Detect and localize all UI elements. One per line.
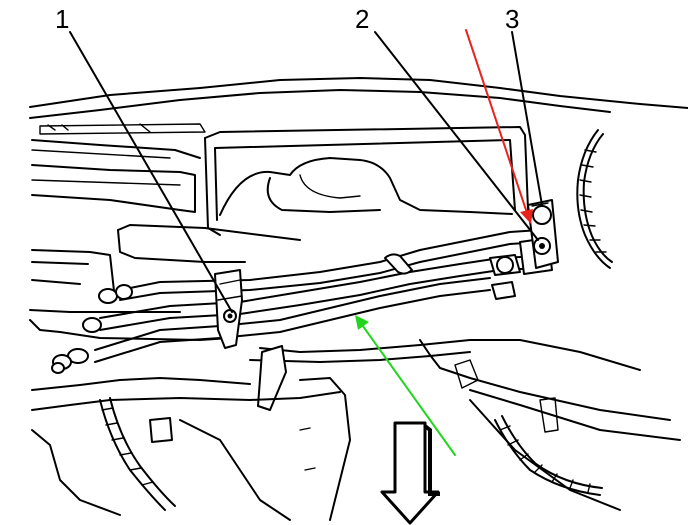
lower-frame-rail	[249, 339, 681, 511]
callout-2-leader	[374, 31, 539, 241]
refrigerant-lines	[94, 229, 553, 363]
right-wiring-harness	[576, 129, 613, 269]
line-retaining-bracket	[214, 269, 243, 349]
left-hose-fittings	[51, 284, 133, 374]
lower-left-assembly	[31, 345, 351, 521]
down-arrow-icon	[380, 421, 440, 525]
right-lower-harness	[494, 415, 603, 496]
callout-2-label: 2	[355, 4, 369, 34]
callout-3-leader	[511, 31, 543, 206]
green-pointer-arrow	[355, 315, 456, 456]
red-pointer-arrow	[465, 29, 533, 224]
callout-3-label: 3	[505, 4, 519, 34]
callout-1-label: 1	[55, 4, 69, 34]
left-crossmember	[29, 224, 301, 341]
callout-1-leader	[69, 31, 233, 313]
radiator-support-tube	[204, 126, 529, 236]
callout-leaders	[69, 31, 543, 313]
expansion-valve-block	[527, 199, 559, 269]
